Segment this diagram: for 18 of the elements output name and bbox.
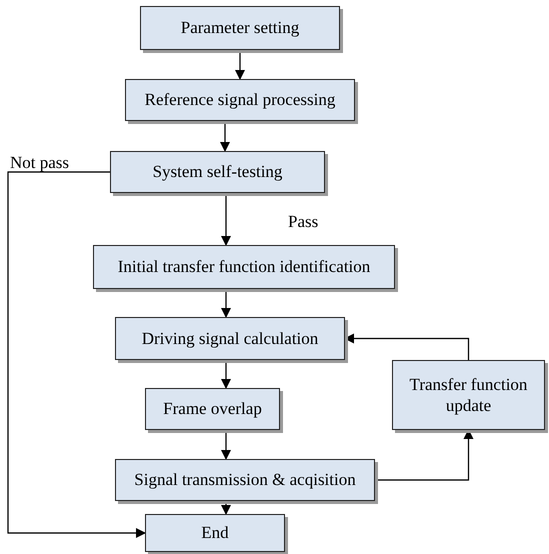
arrow (220, 121, 230, 152)
process-box: Signal transmission & acqisition (115, 459, 375, 501)
arrow (235, 50, 245, 80)
process-box: End (145, 514, 285, 552)
edge-label: Pass (286, 213, 320, 230)
edge-label: Not pass (8, 154, 72, 171)
process-box: Parameter setting (140, 6, 340, 50)
arrow (221, 430, 231, 460)
process-box: Driving signal calculation (115, 317, 345, 360)
process-box: Frame overlap (145, 388, 280, 430)
arrow (221, 289, 231, 318)
arrow (221, 193, 231, 246)
process-box: Reference signal processing (125, 79, 355, 121)
arrow (7, 171, 146, 538)
arrow (221, 360, 231, 389)
process-box: Transfer function update (392, 360, 545, 430)
process-box: Initial transfer function identification (93, 245, 395, 289)
process-box: System self-testing (110, 151, 325, 193)
